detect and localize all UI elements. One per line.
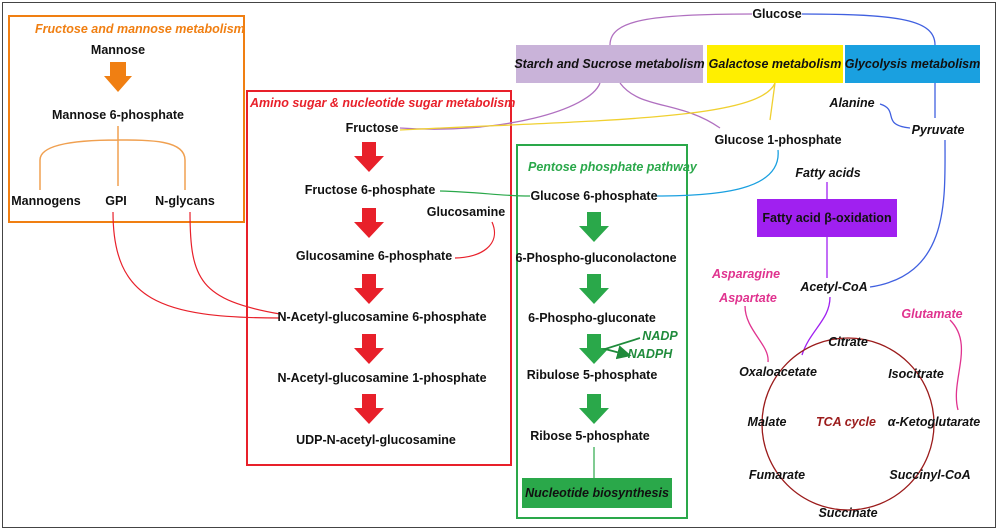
fructose-mannose-box — [8, 15, 245, 223]
gpi-to-nacetyl — [112, 211, 281, 319]
tca-cycle-ring — [761, 337, 935, 511]
node-mannogens: Mannogens — [11, 194, 81, 208]
node-mannose-6-phosphate: Mannose 6-phosphate — [52, 108, 184, 122]
node-malate: Malate — [747, 415, 787, 429]
red-arrow-3 — [354, 274, 384, 304]
node-fatty-acids: Fatty acids — [795, 166, 861, 180]
node-ribulose-5-phosphate: Ribulose 5-phosphate — [526, 368, 658, 382]
node-acetyl-coa: Acetyl-CoA — [800, 280, 868, 294]
node-glucose-6-phosphate: Glucose 6-phosphate — [530, 189, 658, 203]
node-nadph: NADPH — [627, 347, 673, 361]
glucose-to-starch — [609, 13, 753, 46]
nadp-arrow — [601, 337, 641, 360]
node-isocitrate: Isocitrate — [888, 367, 944, 381]
red-arrow-2 — [354, 208, 384, 238]
node-citrate: Citrate — [828, 335, 868, 349]
glucose-to-glycolysis — [801, 13, 936, 46]
nucleotide-biosynthesis-box: Nucleotide biosynthesis — [522, 478, 672, 508]
node-mannose: Mannose — [90, 43, 146, 57]
aspartate-to-oxaloacetate — [744, 305, 769, 363]
node-glucosamine-6-phosphate: Glucosamine 6-phosphate — [295, 249, 453, 263]
green-arrow-1 — [579, 212, 609, 242]
fatty-acid-oxidation-box: Fatty acid β-oxidation — [757, 199, 897, 237]
mannose6p-branch — [39, 126, 186, 190]
node-fructose-6-phosphate: Fructose 6-phosphate — [304, 183, 436, 197]
node-gpi: GPI — [105, 194, 127, 208]
node-glucose-1-phosphate: Glucose 1-phosphate — [714, 133, 842, 147]
glucose1p-to-g6p — [654, 149, 779, 197]
green-arrow-2 — [579, 274, 609, 304]
alanine-to-pyruvate — [879, 103, 911, 129]
node-glutamate: Glutamate — [901, 307, 963, 321]
node-n-acetyl-glucosamine-1-phosphate: N-Acetyl-glucosamine 1-phosphate — [277, 371, 487, 385]
red-arrow-5 — [354, 394, 384, 424]
nglycans-to-nacetyl — [189, 211, 281, 315]
tca-cycle-label: TCA cycle — [816, 415, 876, 429]
node-ribose-5-phosphate: Ribose 5-phosphate — [530, 429, 650, 443]
starch-to-fructose — [399, 82, 601, 130]
node-nadp: NADP — [642, 329, 678, 343]
node-pyruvate: Pyruvate — [911, 123, 965, 137]
glucosamine-to-g6p — [454, 221, 495, 259]
red-arrow-1 — [354, 142, 384, 172]
starch-sucrose-header: Starch and Sucrose metabolism — [514, 45, 705, 83]
fructose-mannose-title: Fructose and mannose metabolism — [35, 22, 245, 36]
node-6-phospho-gluconate: 6-Phospho-gluconate — [528, 311, 656, 325]
acetylcoa-to-oxaloacetate — [801, 296, 831, 356]
node-succinyl-coa: Succinyl-CoA — [889, 468, 971, 482]
node-n-glycans: N-glycans — [155, 194, 215, 208]
f6p-to-g6p — [439, 190, 531, 197]
node-alanine: Alanine — [829, 96, 875, 110]
node-udp-n-acetyl-glucosamine: UDP-N-acetyl-glucosamine — [296, 433, 456, 447]
starch-to-glucose1p — [619, 82, 721, 129]
glutamate-to-ketoglutarate — [949, 319, 963, 411]
node-succinate: Succinate — [818, 506, 878, 520]
galactose-header: Galactose metabolism — [707, 45, 843, 83]
amino-sugar-title: Amino sugar & nucleotide sugar metabolis… — [250, 96, 516, 110]
pyruvate-to-acetylcoa — [869, 139, 946, 288]
node-oxaloacetate: Oxaloacetate — [739, 365, 817, 379]
galactose-to-glucose1p — [769, 82, 776, 121]
node-alpha-ketoglutarate: α-Ketoglutarate — [887, 415, 981, 429]
green-arrow-3 — [579, 334, 609, 364]
glycolysis-header: Glycolysis metabolism — [845, 45, 980, 83]
pentose-box — [516, 144, 688, 519]
node-glucosamine: Glucosamine — [426, 205, 506, 219]
node-fumarate: Fumarate — [748, 468, 806, 482]
galactose-to-fructose — [399, 82, 776, 131]
amino-sugar-box — [246, 90, 512, 466]
node-n-acetyl-glucosamine-6-phosphate: N-Acetyl-glucosamine 6-phosphate — [277, 310, 487, 324]
node-6-phospho-gluconolactone: 6-Phospho-gluconolactone — [515, 251, 677, 265]
node-glucose: Glucose — [752, 7, 802, 21]
node-asparagine: Asparagine — [711, 267, 781, 281]
green-arrow-4 — [579, 394, 609, 424]
node-fructose: Fructose — [345, 121, 399, 135]
red-arrow-4 — [354, 334, 384, 364]
mannose-arrow — [104, 62, 132, 92]
pentose-title: Pentose phosphate pathway — [528, 160, 697, 174]
node-aspartate: Aspartate — [719, 291, 777, 305]
